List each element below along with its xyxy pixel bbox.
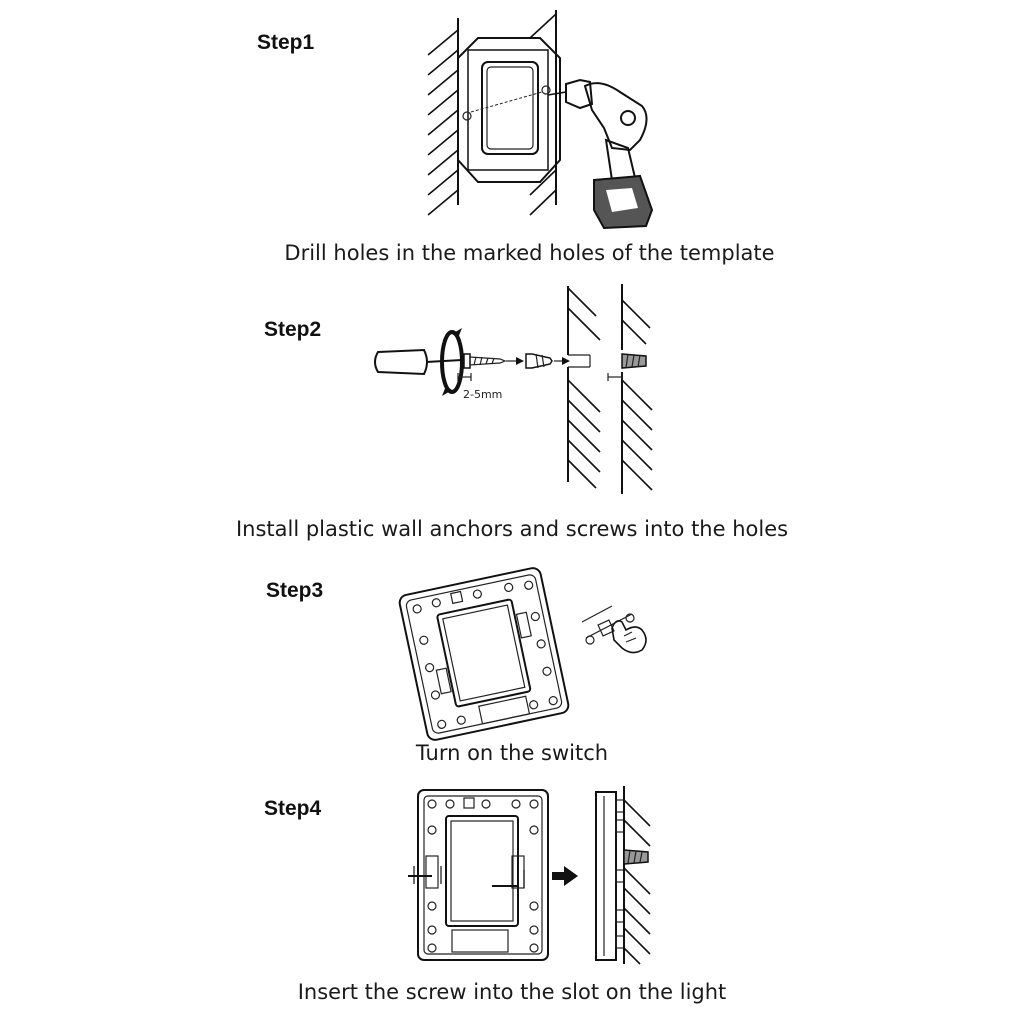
step3-label: Step3 [266, 579, 324, 602]
switch-press-icon [581, 605, 647, 654]
step3-light-fixture [398, 567, 570, 741]
step3-illustration [398, 567, 647, 741]
right-arrow-icon [552, 866, 578, 886]
screwdriver-icon [374, 328, 464, 396]
screw-icon [463, 353, 507, 369]
step1-illustration [427, 10, 654, 230]
step2-wall2-hatch [621, 299, 653, 491]
step2-illustration: 2-5mm [374, 284, 653, 494]
step2-caption: Install plastic wall anchors and screws … [235, 517, 789, 541]
wall-anchor-icon [525, 353, 553, 369]
step3-caption: Turn on the switch [415, 741, 609, 765]
step2-label: Step2 [264, 318, 322, 341]
step2-wall1-hatch [567, 287, 601, 489]
step1-wall-hatch-left [427, 29, 459, 216]
step1-template [457, 37, 561, 183]
step4-light-fixture [408, 789, 549, 961]
step4-illustration [408, 786, 651, 965]
step4-side-view [595, 786, 651, 965]
step1-label: Step1 [257, 31, 315, 54]
step2-measurement-note: 2-5mm [463, 388, 502, 401]
step1-caption: Drill holes in the marked holes of the t… [284, 241, 775, 265]
step4-label: Step4 [264, 797, 322, 820]
step1-wall-hatch-right [529, 13, 557, 216]
drill-icon [547, 78, 654, 230]
step4-caption: Insert the screw into the slot on the li… [297, 980, 727, 1004]
